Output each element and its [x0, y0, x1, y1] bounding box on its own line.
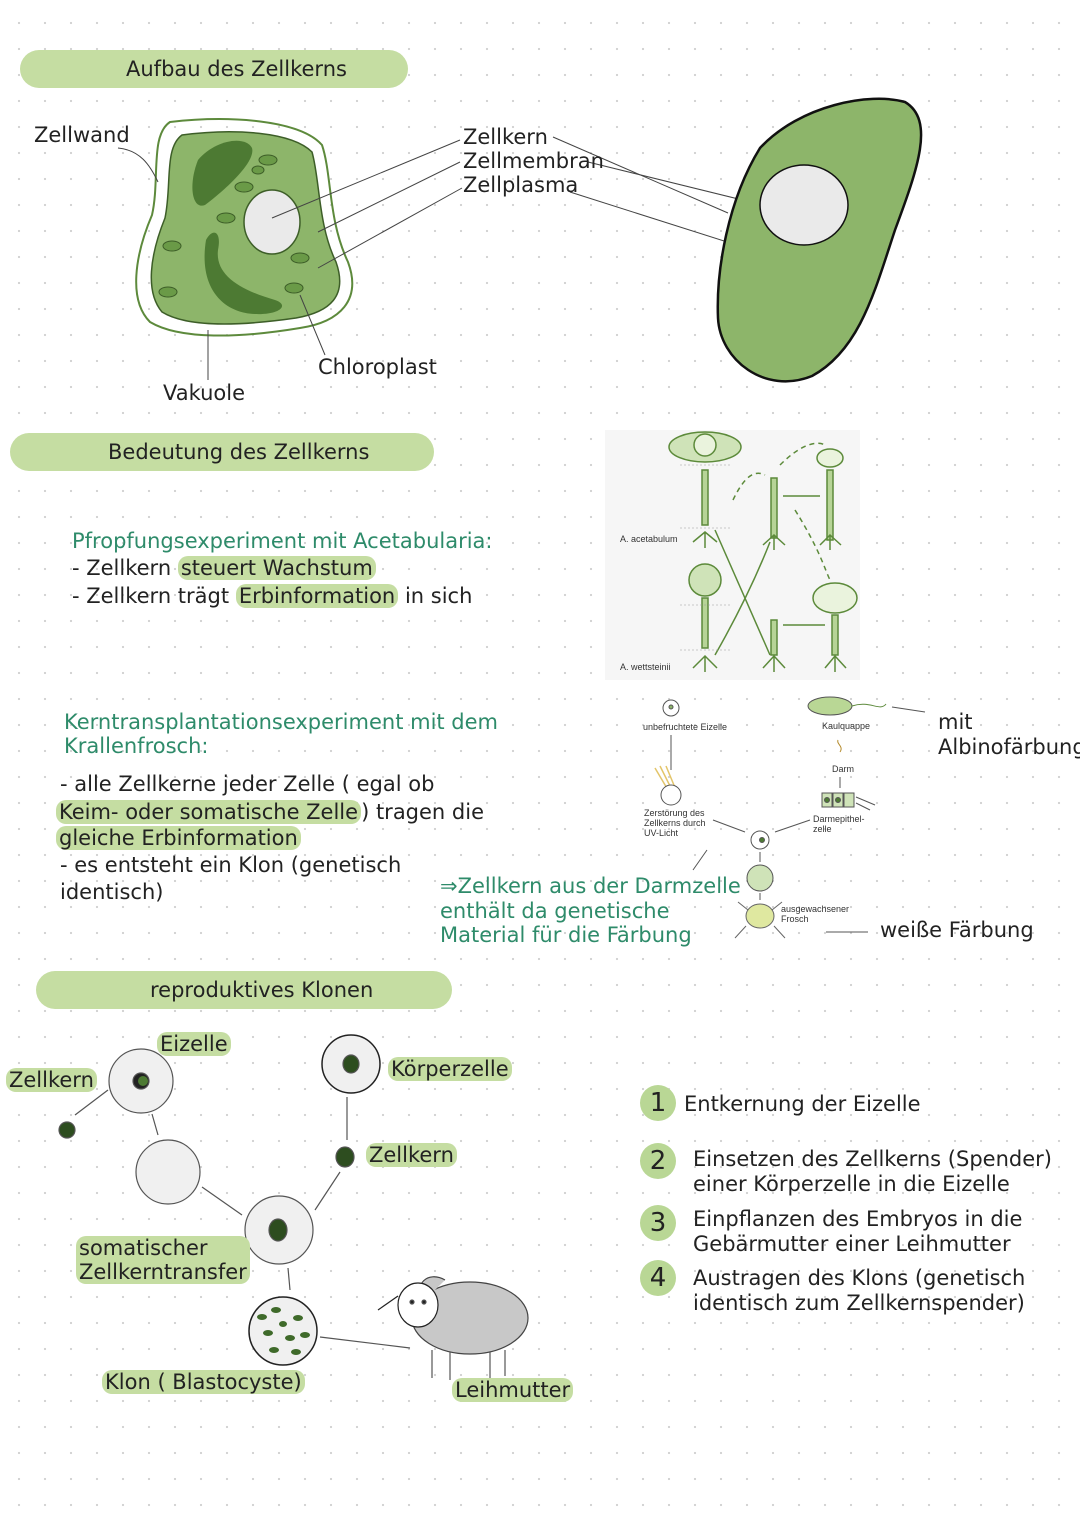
- step-number-3: 3: [640, 1205, 676, 1241]
- step-number-2: 2: [640, 1143, 676, 1179]
- pfropf-line2-highlight: Erbinformation: [235, 584, 399, 608]
- kern-line-2-rest: ) tragen die: [361, 800, 485, 824]
- step-number-4: 4: [640, 1260, 676, 1296]
- step-text-3: Einpflanzen des Embryos in die Gebärmutt…: [693, 1207, 1023, 1256]
- kern-line-5: identisch): [60, 880, 164, 904]
- pfropf-line1-prefix: - Zellkern: [72, 556, 172, 580]
- clone-label-eizelle: Eizelle: [157, 1032, 231, 1056]
- frog-label-zerstoerung: Zerstörung des Zellkerns durch UV-Licht: [644, 808, 706, 838]
- section-banner-bedeutung: Bedeutung des Zellkerns: [10, 433, 434, 471]
- weiss-note: weiße Färbung: [880, 918, 1034, 942]
- clone-label-koerperzelle: Körperzelle: [388, 1057, 512, 1081]
- step-text-1: Entkernung der Eizelle: [684, 1092, 921, 1116]
- plant-cell-diagram: [117, 97, 923, 383]
- section-title-klonen: reproduktives Klonen: [150, 978, 374, 1002]
- frog-label-eizelle: unbefruchtete Eizelle: [643, 722, 728, 732]
- acetabularia-figure: [605, 430, 860, 680]
- kern-line-3-highlight: gleiche Erbinformation: [56, 826, 301, 850]
- clone-label-transfer: somatischer Zellkerntransfer: [76, 1236, 250, 1284]
- label-zellkern: Zellkern: [463, 125, 548, 149]
- clone-label-klon: Klon ( Blastocyste): [102, 1370, 305, 1394]
- acetabularia-label-b: A. wettsteinii: [620, 662, 671, 672]
- clone-label-zellkern-left: Zellkern: [6, 1068, 97, 1092]
- pfropf-line2-prefix: - Zellkern trägt: [72, 584, 230, 608]
- step-text-2: Einsetzen des Zellkerns (Spender) einer …: [693, 1147, 1052, 1196]
- kern-line-2: Keim- oder somatische Zelle) tragen die: [56, 800, 484, 824]
- pfropf-line2: - Zellkern trägt Erbinformation in sich: [72, 584, 472, 608]
- kern-line-1: - alle Zellkerne jeder Zelle ( egal ob: [60, 772, 435, 796]
- label-zellwand: Zellwand: [34, 123, 130, 147]
- kern-heading-1: Kerntransplantationsexperiment mit dem: [64, 710, 499, 734]
- pfropf-heading: Pfropfungsexperiment mit Acetabularia:: [72, 529, 493, 553]
- section-title-bedeutung: Bedeutung des Zellkerns: [108, 440, 370, 464]
- kern-heading-2: Krallenfrosch:: [64, 734, 209, 758]
- frog-label-frosch: ausgewachsener Frosch: [781, 904, 850, 924]
- conclusion-text: ⇒Zellkern aus der Darmzelle enthält da g…: [440, 874, 741, 947]
- pfropf-line1-highlight: steuert Wachstum: [177, 556, 376, 580]
- section-banner-aufbau: Aufbau des Zellkerns: [20, 50, 408, 88]
- step-text-4: Austragen des Klons (genetisch identisch…: [693, 1266, 1026, 1315]
- label-zellmembran: Zellmembran: [463, 149, 604, 173]
- frog-label-darmepithel: Darmepithel- zelle: [813, 814, 865, 834]
- pfropf-line2-suffix: in sich: [404, 584, 473, 608]
- frog-label-kaulquappe: Kaulquappe: [822, 721, 871, 731]
- step-number-1: 1: [640, 1085, 676, 1121]
- clone-label-leihmutter: Leihmutter: [452, 1378, 574, 1402]
- section-banner-klonen: reproduktives Klonen: [36, 971, 452, 1009]
- label-vakuole: Vakuole: [163, 381, 246, 405]
- kern-line-2-highlight: Keim- oder somatische Zelle: [56, 800, 362, 824]
- pfropf-line1: - Zellkern steuert Wachstum: [72, 556, 376, 580]
- label-chloroplast: Chloroplast: [318, 355, 437, 379]
- kern-line-4: - es entsteht ein Klon (genetisch: [60, 853, 402, 877]
- acetabularia-label-a: A. acetabulum: [620, 534, 678, 544]
- albino-note: mit Albinofärbung: [938, 710, 1080, 759]
- section-title-aufbau: Aufbau des Zellkerns: [126, 57, 347, 81]
- label-zellplasma: Zellplasma: [463, 173, 579, 197]
- clone-label-zellkern-right: Zellkern: [366, 1143, 457, 1167]
- kern-line-3: gleiche Erbinformation: [56, 826, 301, 850]
- frog-label-darm: Darm: [832, 764, 854, 774]
